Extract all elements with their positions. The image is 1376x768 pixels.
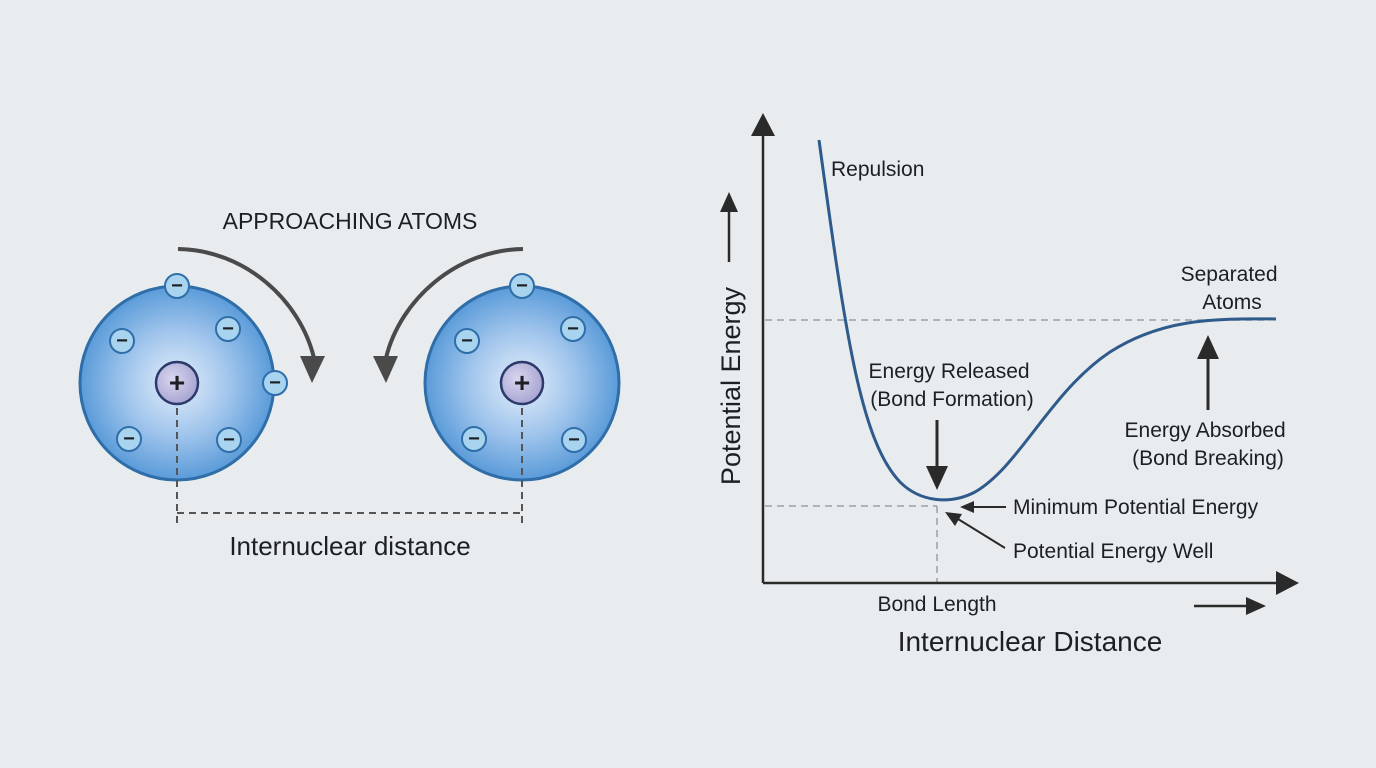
bond-length-label: Bond Length <box>877 593 996 616</box>
right-approach-arrow <box>384 247 524 359</box>
electron-minus-icon: − <box>461 330 473 352</box>
electron-minus-icon: − <box>468 428 480 450</box>
energy-well-pointer-head-icon <box>945 512 962 526</box>
electron-minus-icon: − <box>222 318 234 340</box>
minimum-potential-energy-label: Minimum Potential Energy <box>1013 496 1259 519</box>
right-atom-electrons: − − − − − <box>454 273 587 453</box>
y-axis-label: Potential Energy <box>716 286 746 485</box>
repulsion-label: Repulsion <box>831 158 924 181</box>
left-approach-arrow-head-icon <box>300 356 325 383</box>
approaching-atoms-title: APPROACHING ATOMS <box>223 208 478 234</box>
electron-minus-icon: − <box>123 428 135 450</box>
electron-minus-icon: − <box>269 372 281 394</box>
x-axis-label: Internuclear Distance <box>898 626 1163 657</box>
energy-released-label: Energy Released (Bond Formation) <box>869 360 1036 411</box>
potential-energy-well-label: Potential Energy Well <box>1013 540 1213 563</box>
electron: − <box>116 426 142 452</box>
potential-energy-graph: Potential Energy Internuclear Distance B… <box>716 113 1299 657</box>
energy-absorbed-line1: Energy Absorbed <box>1125 419 1286 442</box>
left-atom-nucleus: + <box>154 360 200 406</box>
separated-atoms-line2: Atoms <box>1202 291 1262 314</box>
y-axis-arrow-icon <box>751 113 775 136</box>
electron: − <box>164 273 190 299</box>
potential-energy-curve <box>817 139 1277 502</box>
energy-released-arrow-head-icon <box>926 466 948 490</box>
electron-minus-icon: − <box>171 275 183 297</box>
approaching-atoms-panel: APPROACHING ATOMS + − − − − − − + − − − − − <box>78 208 621 561</box>
separated-atoms-line1: Separated <box>1181 263 1278 286</box>
nucleus-plus-icon: + <box>514 367 530 398</box>
electron: − <box>109 328 135 354</box>
energy-absorbed-arrow-head-icon <box>1197 335 1219 359</box>
electron-minus-icon: − <box>568 429 580 451</box>
left-atom: + − − − − − − <box>78 273 288 482</box>
energy-released-line2: (Bond Formation) <box>870 388 1033 411</box>
electron: − <box>454 328 480 354</box>
electron: − <box>461 426 487 452</box>
internuclear-distance-bracket <box>176 408 523 528</box>
left-atom-electrons: − − − − − − <box>109 273 288 453</box>
right-approach-arrow-head-icon <box>373 356 398 383</box>
separated-atoms-label: Separated Atoms <box>1181 263 1284 314</box>
nucleus-plus-icon: + <box>169 367 185 398</box>
electron-minus-icon: − <box>116 330 128 352</box>
electron-minus-icon: − <box>516 275 528 297</box>
electron: − <box>216 427 242 453</box>
right-atom-nucleus: + <box>499 360 545 406</box>
energy-released-line1: Energy Released <box>869 360 1030 383</box>
x-axis-arrow-icon <box>1276 571 1299 595</box>
right-atom: + − − − − − <box>423 273 621 482</box>
electron: − <box>215 316 241 342</box>
electron-minus-icon: − <box>567 318 579 340</box>
energy-well-pointer <box>957 518 1006 549</box>
energy-absorbed-line2: (Bond Breaking) <box>1132 447 1284 470</box>
minimum-energy-pointer-head-icon <box>960 501 974 513</box>
x-axis-label-arrow-head-icon <box>1246 597 1266 615</box>
electron: − <box>509 273 535 299</box>
electron: − <box>561 427 587 453</box>
electron: − <box>560 316 586 342</box>
electron-minus-icon: − <box>223 429 235 451</box>
left-approach-arrow <box>177 247 316 359</box>
y-axis-label-arrow-head-icon <box>720 192 738 212</box>
internuclear-distance-label: Internuclear distance <box>229 531 470 561</box>
electron: − <box>262 370 288 396</box>
energy-absorbed-label: Energy Absorbed (Bond Breaking) <box>1125 419 1292 470</box>
